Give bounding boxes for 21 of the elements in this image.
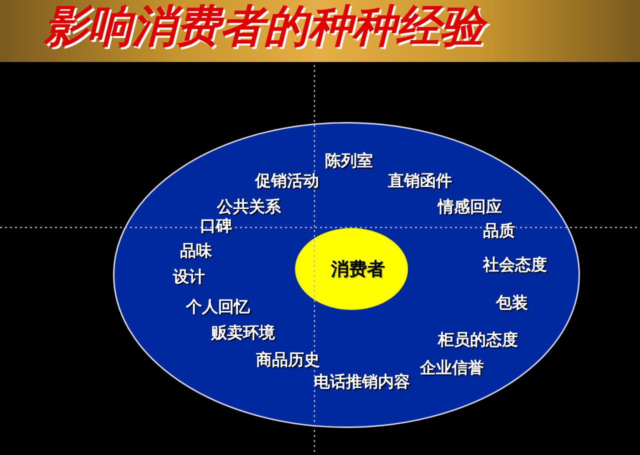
factor-label: 情感回应 [438,198,502,215]
center-label: 消费者 [331,260,385,279]
factor-label: 柜员的态度 [438,331,518,348]
slide-title: 影响消费者的种种经验 [40,2,498,56]
factor-label: 社会态度 [483,256,547,273]
factor-label: 公共关系 [217,198,281,215]
factor-label: 企业信誉 [420,359,484,376]
factor-label: 陈列室 [325,152,373,169]
factor-label: 贩卖环境 [211,324,275,341]
factor-label: 品味 [180,242,212,259]
factor-label: 直销函件 [388,172,452,189]
outer-ellipse [113,122,580,428]
factor-label: 商品历史 [256,351,320,368]
factor-label: 个人回忆 [186,298,250,315]
factor-label: 口碑 [200,217,232,234]
factor-label: 包装 [496,294,528,311]
factor-label: 促销活动 [255,172,319,189]
factor-label: 设计 [173,268,205,285]
factor-label: 品质 [483,222,515,239]
center-ellipse [295,228,408,310]
factor-label: 电话推销内容 [314,373,410,390]
